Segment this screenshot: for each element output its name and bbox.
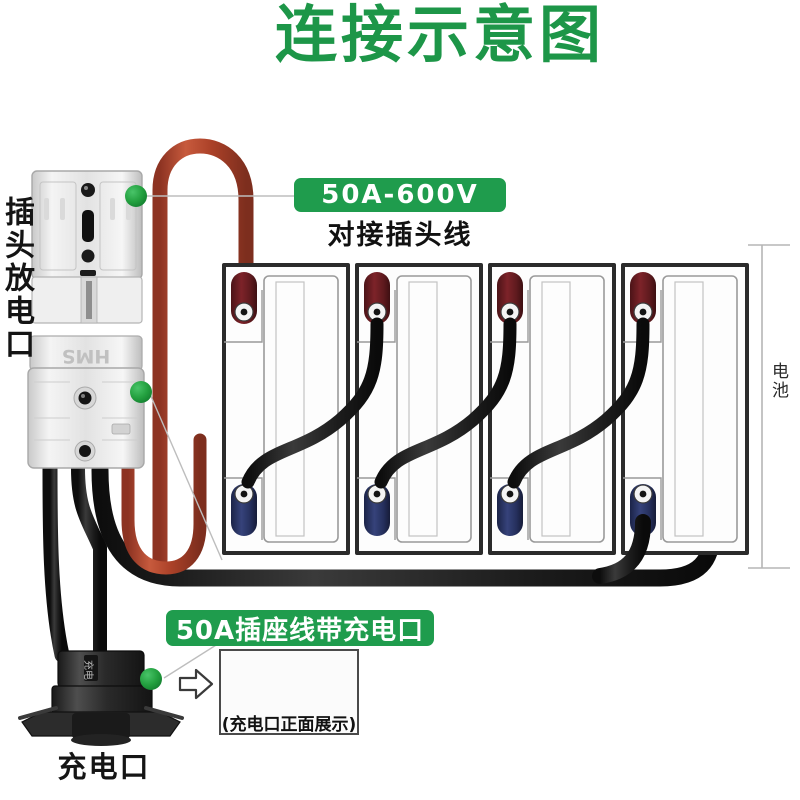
charge-port-assembly: 充电 [18, 650, 184, 746]
callout-dot-2 [130, 381, 152, 403]
callout-dot-3 [140, 668, 162, 690]
inset-frame [219, 649, 359, 735]
battery-2 [355, 263, 483, 555]
plug-type-label: 对接插头线 [327, 220, 473, 251]
battery-3 [488, 263, 616, 555]
right-arrow-icon [178, 668, 214, 700]
plug-spec-badge: 50A-600V [294, 178, 506, 212]
battery-1 [222, 263, 350, 555]
top-cables [51, 0, 117, 180]
charge-port-label: 充电口 [57, 750, 151, 784]
red-positive-loop-upper [152, 138, 254, 568]
page-title: 连接示意图 [274, 0, 605, 71]
svg-text:HMS: HMS [62, 345, 111, 367]
battery4-negative-lead [592, 514, 651, 584]
charge-port-cables [42, 460, 134, 666]
left-side-label: 插头放电口 [0, 196, 34, 361]
battery-group-label: 电池 [768, 362, 788, 400]
series-jumper-cables [241, 317, 650, 489]
inset-caption: (充电口正面展示) [221, 715, 357, 735]
battery-4 [621, 263, 749, 555]
socket-spec-badge: 50A插座线带充电口 [166, 610, 434, 646]
callout-dot-1 [125, 185, 147, 207]
anderson-connector-upper [31, 170, 143, 324]
svg-text:充电: 充电 [82, 660, 95, 680]
callout-dots [125, 185, 162, 690]
anderson-connector-lower: HMS [27, 335, 145, 469]
battery-span-bracket [748, 244, 790, 569]
